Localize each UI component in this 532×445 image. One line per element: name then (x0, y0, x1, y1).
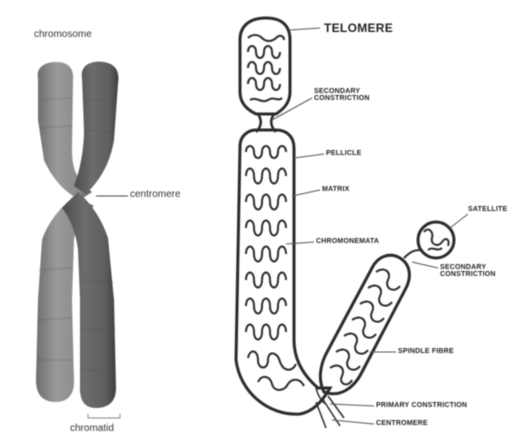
leader-chromonemata (286, 242, 314, 244)
pellicle-label: PELLICLE (326, 150, 361, 157)
chromosome-label: chromosome (34, 30, 92, 41)
matrix-label: MATRIX (322, 186, 350, 193)
chromatid-label: chromatid (70, 424, 114, 435)
primary-constriction-label: PRIMARY CONSTRICTION (376, 402, 467, 409)
centromere-label-left: centromere (130, 190, 181, 201)
leader-matrix (292, 190, 320, 196)
satellite-coils (424, 230, 449, 250)
satellite-label: SATELLITE (468, 206, 507, 213)
upper-head-coils (248, 35, 284, 101)
telomere-label: TELOMERE (324, 22, 393, 35)
secondary-constriction-label-1: SECONDARY CONSTRICTION (314, 88, 370, 103)
satellite-stalk (404, 250, 420, 258)
leader-secondary-constriction-1 (272, 98, 312, 120)
chromonemata-label: CHROMONEMATA (316, 238, 379, 245)
secondary-constriction-label-2: SECONDARY CONSTRICTION (440, 264, 496, 279)
leader-pellicle (294, 154, 324, 158)
leader-satellite (450, 214, 468, 228)
leader-telomere (290, 28, 320, 30)
chromatid-arm-upper-right (74, 62, 118, 194)
detailed-chromosome (236, 18, 454, 428)
x-chromosome (36, 62, 128, 418)
centromere-label-right: CENTROMERE (376, 420, 428, 427)
leader-primary-constriction (330, 404, 374, 406)
leader-secondary-constriction-2 (412, 262, 438, 268)
leader-lines (272, 28, 468, 424)
spindle-fibre-label: SPINDLE FIBRE (398, 348, 454, 355)
chromatid-bracket (88, 414, 120, 418)
